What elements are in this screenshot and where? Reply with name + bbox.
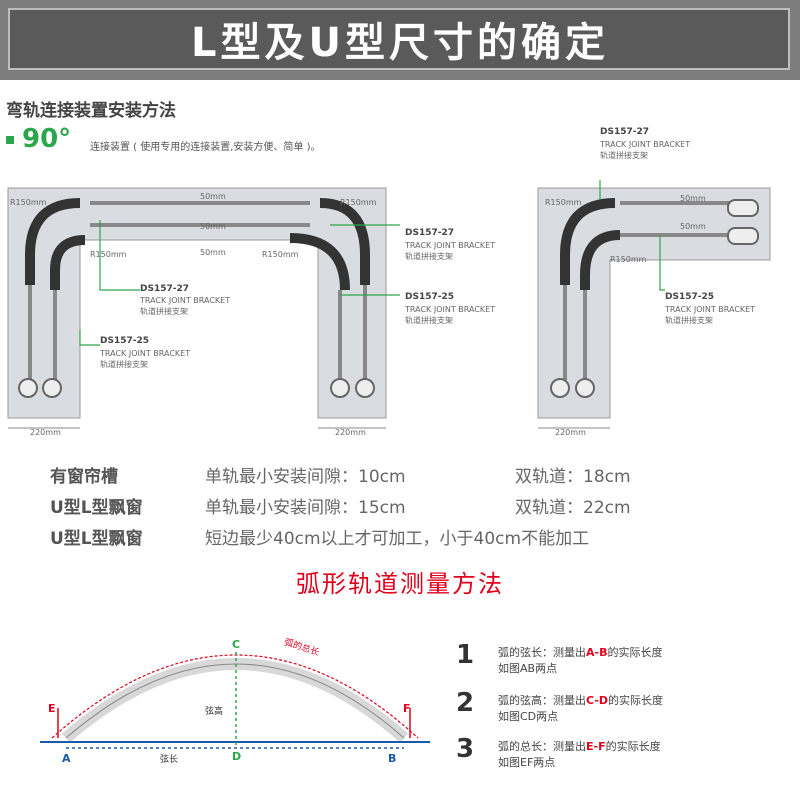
bracket-code: DS157-25 bbox=[405, 292, 454, 302]
spec-label: U型L型飘窗 bbox=[50, 529, 143, 549]
bracket-name-cn: 轨道拼接支架 bbox=[405, 252, 453, 261]
step-sub: 如图CD两点 bbox=[498, 710, 559, 723]
bracket-name-en: TRACK JOINT BRACKET bbox=[405, 305, 496, 314]
spec-label: 有窗帘槽 bbox=[50, 467, 118, 487]
bracket-name-cn: 轨道拼接支架 bbox=[665, 316, 713, 325]
bracket-name-en: TRACK JOINT BRACKET bbox=[600, 140, 691, 149]
radius-label: R150mm bbox=[10, 198, 47, 207]
bracket-name-cn: 轨道拼接支架 bbox=[600, 151, 648, 160]
bracket-name-en: TRACK JOINT BRACKET bbox=[665, 305, 756, 314]
width-label: 220mm bbox=[30, 428, 61, 437]
point-b: B bbox=[388, 752, 397, 765]
chord-label: 弦长 bbox=[160, 755, 179, 765]
spec-label: U型L型飘窗 bbox=[50, 498, 143, 518]
step-text: 弧的总长：测量出E-F的实际长度 bbox=[498, 740, 661, 753]
bracket-code: DS157-27 bbox=[405, 228, 454, 238]
bracket-name-en: TRACK JOINT BRACKET bbox=[100, 349, 191, 358]
step-text: 弧的弦高：测量出C-D的实际长度 bbox=[498, 694, 664, 707]
angle-label: 90° bbox=[22, 124, 72, 154]
point-c: C bbox=[232, 638, 241, 651]
step-number: 1 bbox=[456, 640, 475, 670]
step-number: 3 bbox=[456, 734, 475, 764]
step-number: 2 bbox=[456, 688, 475, 718]
spec-single: 单轨最小安装间隙：15cm bbox=[205, 498, 406, 518]
radius-label: R150mm bbox=[90, 250, 127, 259]
spec-double: 双轨道：18cm bbox=[515, 467, 631, 487]
page-title: L型及U型尺寸的确定 bbox=[191, 20, 609, 66]
bracket-name-en: TRACK JOINT BRACKET bbox=[140, 296, 231, 305]
width-label: 220mm bbox=[555, 428, 586, 437]
spec-double: 双轨道：22cm bbox=[515, 498, 631, 518]
bracket-code: DS157-27 bbox=[140, 284, 189, 294]
radius-label: R150mm bbox=[545, 198, 582, 207]
bracket-name-cn: 轨道拼接支架 bbox=[405, 316, 453, 325]
spacing-label: 50mm bbox=[680, 194, 706, 203]
title-banner-frame bbox=[8, 8, 790, 70]
point-f: F bbox=[403, 702, 411, 715]
step-sub: 如图EF两点 bbox=[498, 756, 556, 769]
bullet-icon bbox=[6, 136, 14, 144]
width-label: 220mm bbox=[335, 428, 366, 437]
u-shape-diagram bbox=[7, 187, 400, 429]
spacing-label: 50mm bbox=[200, 248, 226, 257]
section-title: 弯轨连接装置安装方法 bbox=[6, 101, 176, 121]
bracket-name-cn: 轨道拼接支架 bbox=[100, 360, 148, 369]
angle-description: 连接装置 ( 使用专用的连接装置,安装方便、简单 )。 bbox=[90, 142, 321, 153]
point-e: E bbox=[48, 702, 56, 715]
step-sub: 如图AB两点 bbox=[498, 662, 558, 675]
spec-note: 短边最少40cm以上才可加工，小于40cm不能加工 bbox=[205, 529, 590, 549]
spacing-label: 50mm bbox=[200, 222, 226, 231]
point-d: D bbox=[232, 750, 242, 763]
spec-single: 单轨最小安装间隙：10cm bbox=[205, 467, 406, 487]
bracket-code: DS157-25 bbox=[665, 292, 714, 302]
bracket-code: DS157-27 bbox=[600, 127, 649, 137]
height-label: 弦高 bbox=[205, 707, 224, 717]
radius-label: R150mm bbox=[262, 250, 299, 259]
l-shape-diagram bbox=[537, 180, 771, 429]
radius-label: R150mm bbox=[340, 198, 377, 207]
arc-diagram bbox=[40, 652, 430, 749]
arc-section-title: 弧形轨道测量方法 bbox=[296, 570, 504, 598]
spacing-label: 50mm bbox=[680, 222, 706, 231]
radius-label: R150mm bbox=[610, 255, 647, 264]
bracket-name-en: TRACK JOINT BRACKET bbox=[405, 241, 496, 250]
step-text: 弧的弦长：测量出A-B的实际长度 bbox=[498, 646, 663, 659]
bracket-code: DS157-25 bbox=[100, 336, 149, 346]
spacing-label: 50mm bbox=[200, 192, 226, 201]
point-a: A bbox=[62, 752, 71, 765]
bracket-name-cn: 轨道拼接支架 bbox=[140, 307, 188, 316]
